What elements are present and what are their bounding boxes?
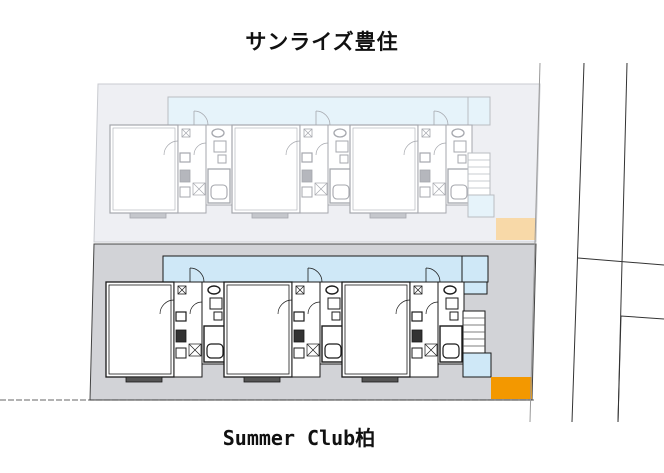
accent-area-top (496, 218, 536, 240)
corridor-top (167, 96, 489, 126)
building-bottom (0, 243, 537, 401)
building-top (93, 83, 541, 243)
accent-area-bottom (491, 377, 532, 399)
building-name-top: サンライズ豊住 (245, 30, 399, 54)
road-lines (529, 62, 664, 423)
stairs-bottom (462, 310, 492, 378)
building-name-bottom: Summer Club柏 (222, 426, 376, 450)
stairs-top (467, 152, 495, 218)
